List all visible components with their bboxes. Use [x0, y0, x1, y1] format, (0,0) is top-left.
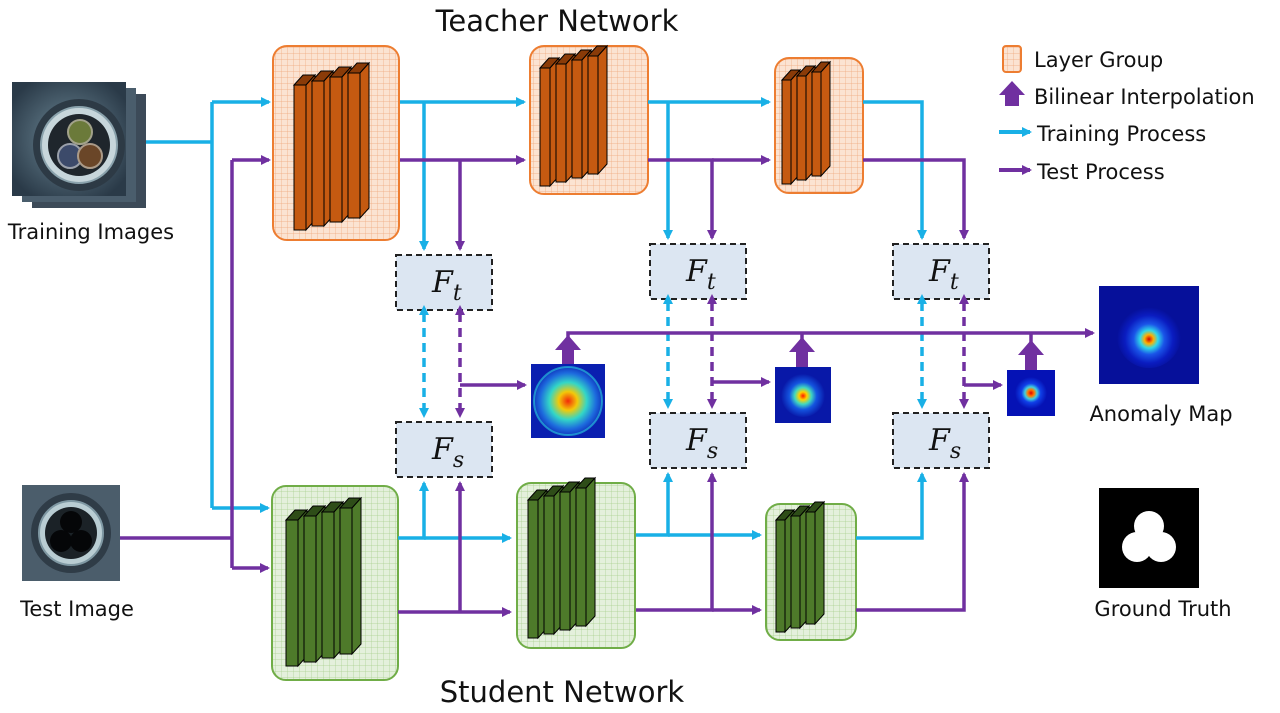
anomaly-map-image	[1099, 286, 1199, 384]
test-image-label: Test Image	[19, 597, 134, 621]
layer-slab	[347, 72, 361, 219]
svg-text:Fs: Fs	[928, 423, 961, 464]
teacher-layer-group-1	[272, 45, 400, 241]
layer-slab	[321, 511, 335, 659]
student-layer-group-3	[765, 500, 857, 641]
svg-text:Ft: Ft	[685, 254, 716, 295]
layer-slab	[805, 511, 816, 625]
teacher-feature-box-2: Ft	[649, 243, 747, 300]
layer-slab	[571, 59, 583, 179]
svg-text:Ft: Ft	[431, 265, 462, 306]
training-images-label: Training Images	[7, 220, 174, 244]
teacher-layer-group-3	[774, 57, 864, 194]
ground-truth-image	[1099, 488, 1199, 588]
svg-text:Fs: Fs	[431, 432, 464, 473]
legend-bilinear-label: Bilinear Interpolation	[1034, 85, 1255, 109]
layer-slab-side	[597, 44, 608, 176]
layer-slab-side	[585, 476, 596, 628]
student-feature-box-2: Fs	[649, 412, 747, 469]
svg-text:Fs: Fs	[685, 423, 718, 464]
anomaly-heatmap-scale-2	[775, 367, 831, 423]
layer-slab	[527, 499, 539, 639]
layer-slab-side	[814, 500, 825, 626]
layer-slab	[775, 519, 786, 633]
student-network-title: Student Network	[440, 675, 685, 709]
layer-slab	[539, 67, 551, 187]
student-layer-group-2	[516, 476, 636, 649]
layer-slab	[587, 55, 599, 175]
layer-slab	[303, 515, 317, 663]
layer-slab	[311, 80, 325, 227]
layer-slab	[575, 487, 587, 627]
legend-layer-group-label: Layer Group	[1034, 48, 1163, 72]
legend: Layer Group Bilinear Interpolation Train…	[999, 45, 1255, 184]
bilinear-interpolation-legend-icon	[999, 81, 1025, 106]
teacher-layer-group-2	[529, 44, 649, 195]
teacher-network-title: Teacher Network	[435, 4, 679, 38]
layer-slab	[796, 75, 807, 181]
student-feature-box-1: Fs	[395, 421, 493, 478]
layer-group-legend-icon	[1002, 45, 1022, 73]
anomaly-heatmap-scale-1	[531, 364, 605, 438]
legend-training-label: Training Process	[1036, 122, 1206, 146]
layer-slab	[790, 515, 801, 629]
student-feature-box-3: Fs	[892, 412, 990, 469]
anomaly-aggregation-line	[566, 328, 1095, 345]
ground-truth-label: Ground Truth	[1094, 597, 1231, 621]
layer-slab	[781, 79, 792, 185]
layer-slab	[811, 71, 822, 177]
layer-slab	[329, 76, 343, 223]
anomaly-map-label: Anomaly Map	[1089, 402, 1232, 426]
teacher-feature-box-1: Ft	[395, 254, 493, 311]
training-images	[12, 82, 146, 208]
test-process-arrows	[120, 155, 1095, 617]
layer-slab	[543, 495, 555, 635]
training-image-cable-photo	[33, 99, 125, 191]
upsample-arrow-3	[1018, 340, 1044, 370]
layer-slab	[555, 63, 567, 183]
layer-slab	[559, 491, 571, 631]
layer-slab-side	[359, 61, 370, 220]
bilinear-upsample-arrows	[555, 335, 1044, 370]
layer-slab-side	[820, 60, 831, 178]
student-layer-group-1	[271, 485, 399, 681]
test-image	[22, 485, 120, 581]
layer-slab	[339, 507, 353, 655]
layer-slab	[285, 519, 299, 667]
upsample-arrow-2	[789, 337, 815, 367]
layer-slab-side	[351, 496, 362, 656]
svg-text:Ft: Ft	[928, 254, 959, 295]
legend-test-label: Test Process	[1036, 160, 1165, 184]
layer-slab	[293, 84, 307, 231]
teacher-feature-box-3: Ft	[892, 243, 990, 300]
anomaly-heatmap-scale-3	[1007, 370, 1055, 416]
upsample-arrow-1	[555, 335, 581, 364]
training-process-arrows	[146, 97, 927, 543]
